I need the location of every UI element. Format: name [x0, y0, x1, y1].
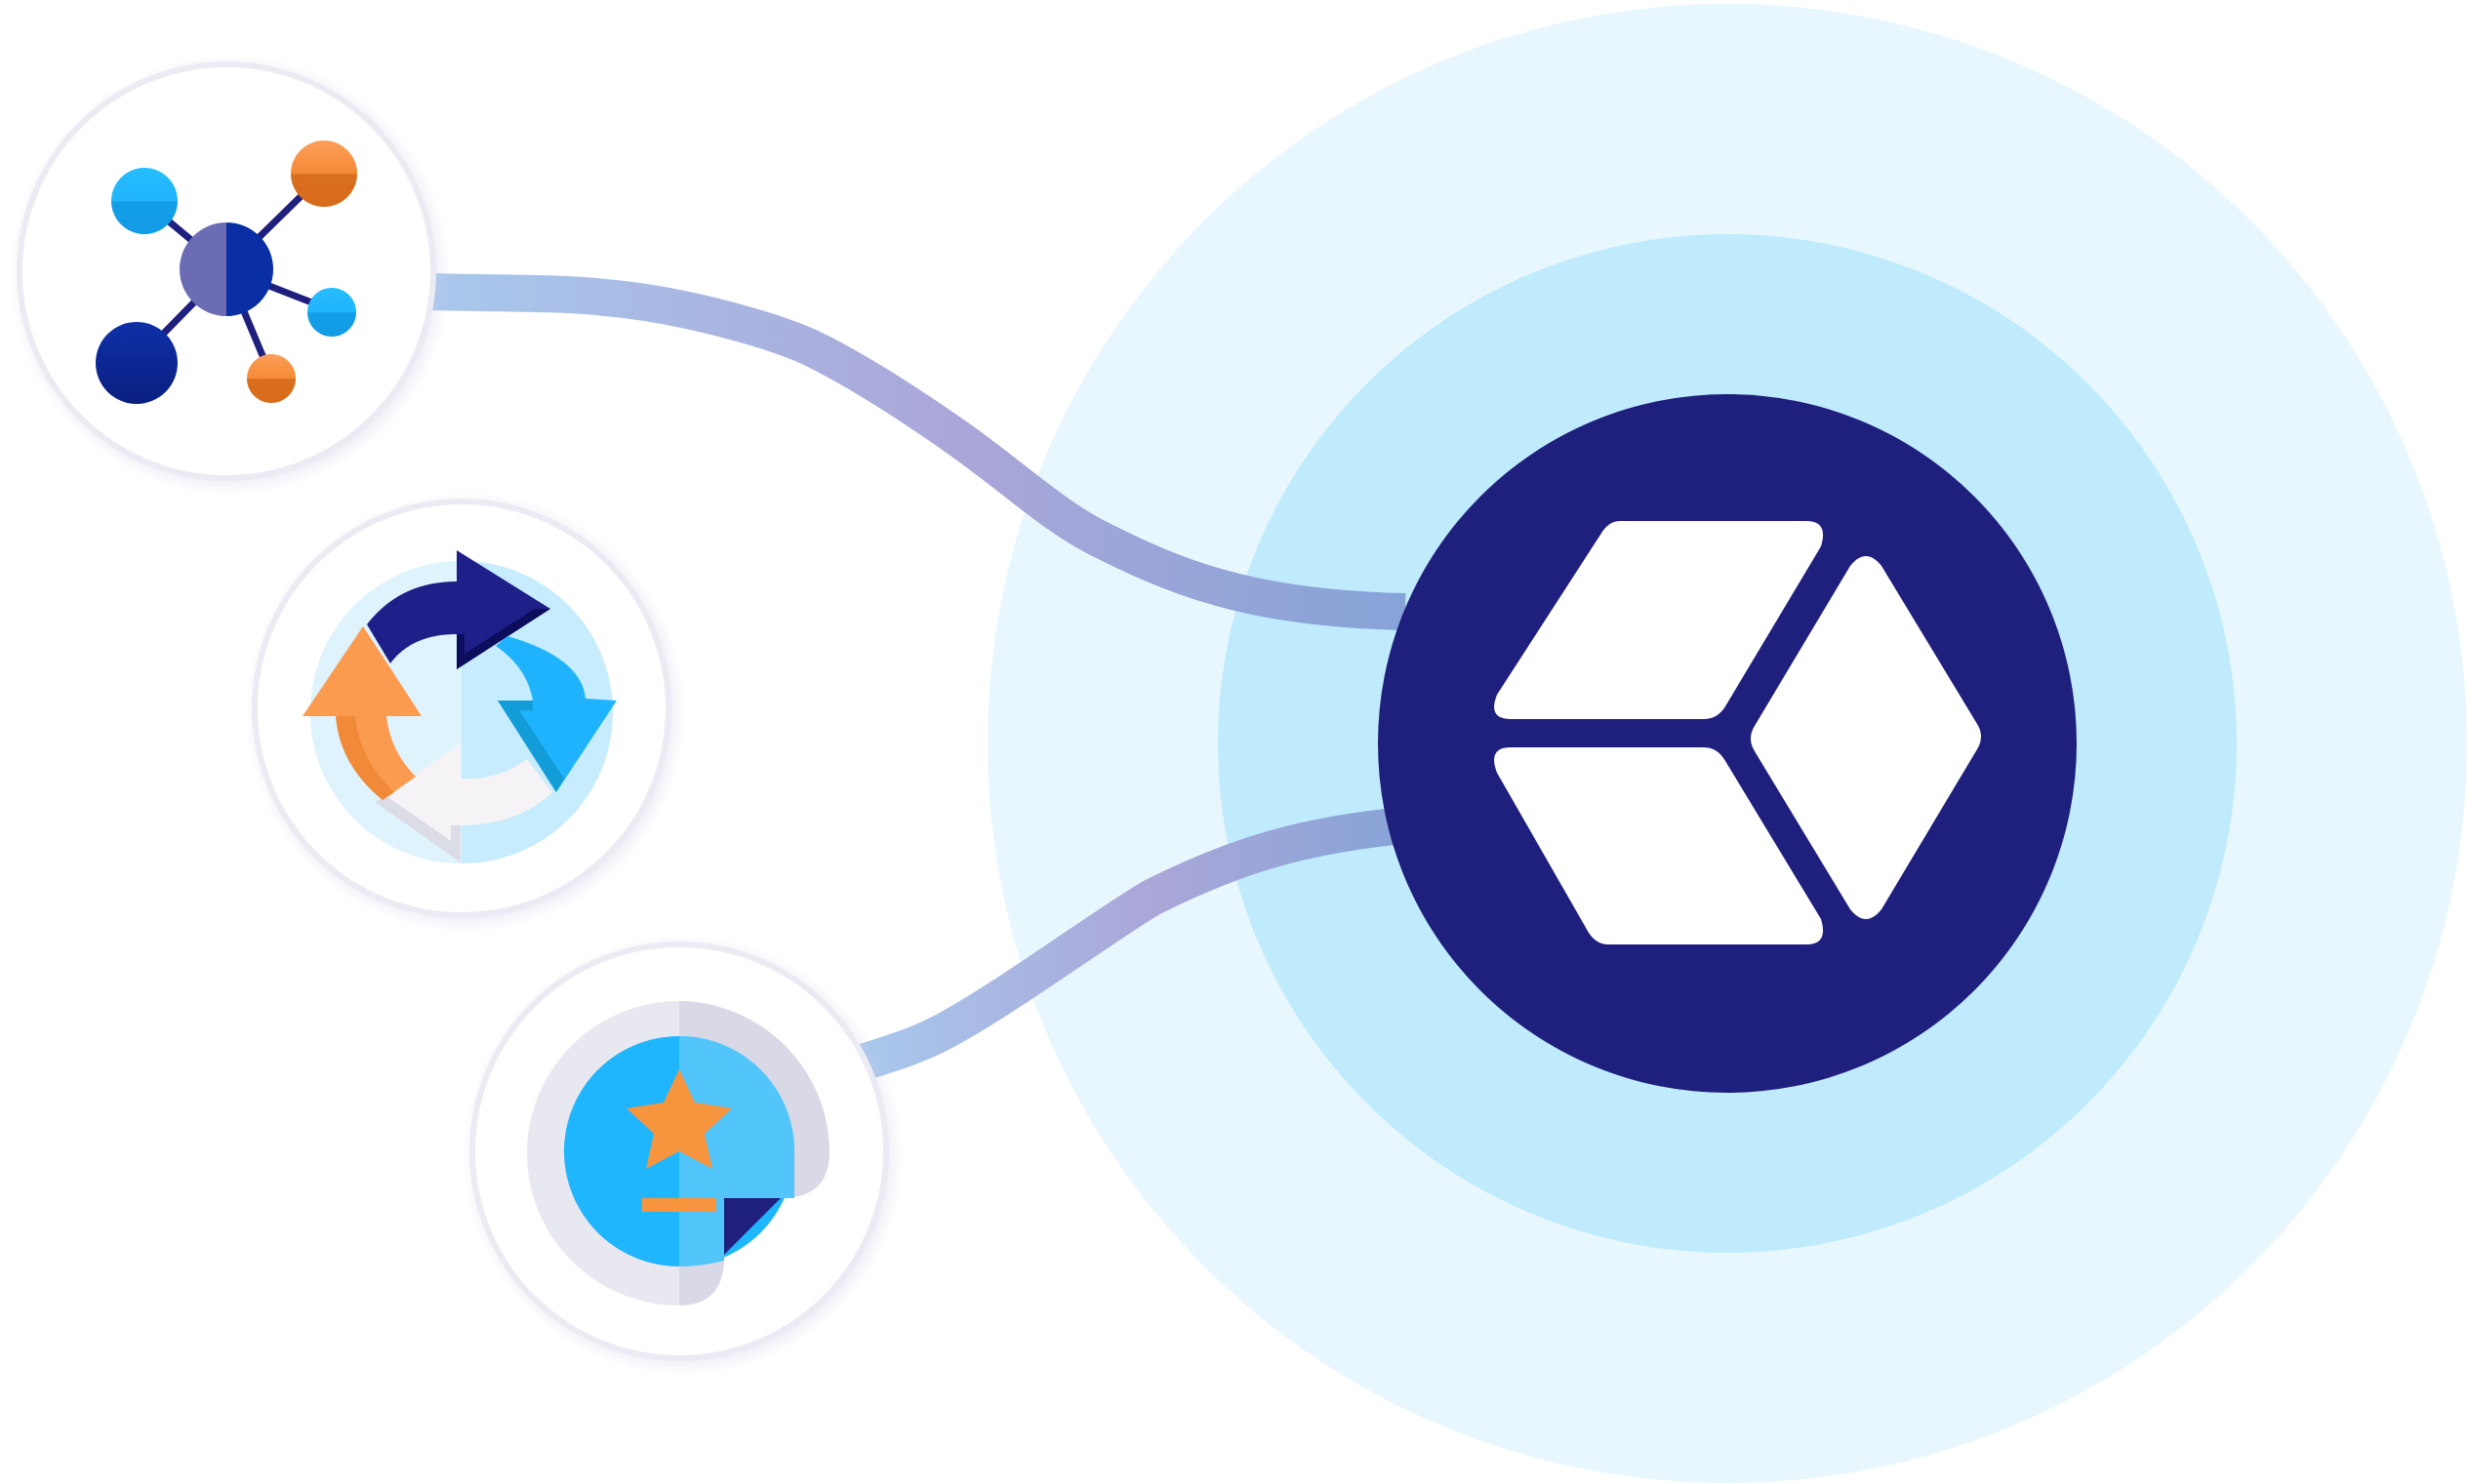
connector-award [853, 807, 1407, 1082]
source-award [463, 935, 904, 1376]
network-nodes-icon [96, 140, 357, 404]
connector-network [428, 273, 1406, 630]
cube-logo-icon [1494, 521, 1981, 944]
source-sync [245, 492, 686, 933]
source-network [10, 55, 451, 496]
sync-arrows-icon [303, 550, 617, 863]
star-award-icon [527, 1001, 829, 1305]
connectors [428, 273, 1407, 1082]
hub-core [1378, 394, 2077, 1093]
